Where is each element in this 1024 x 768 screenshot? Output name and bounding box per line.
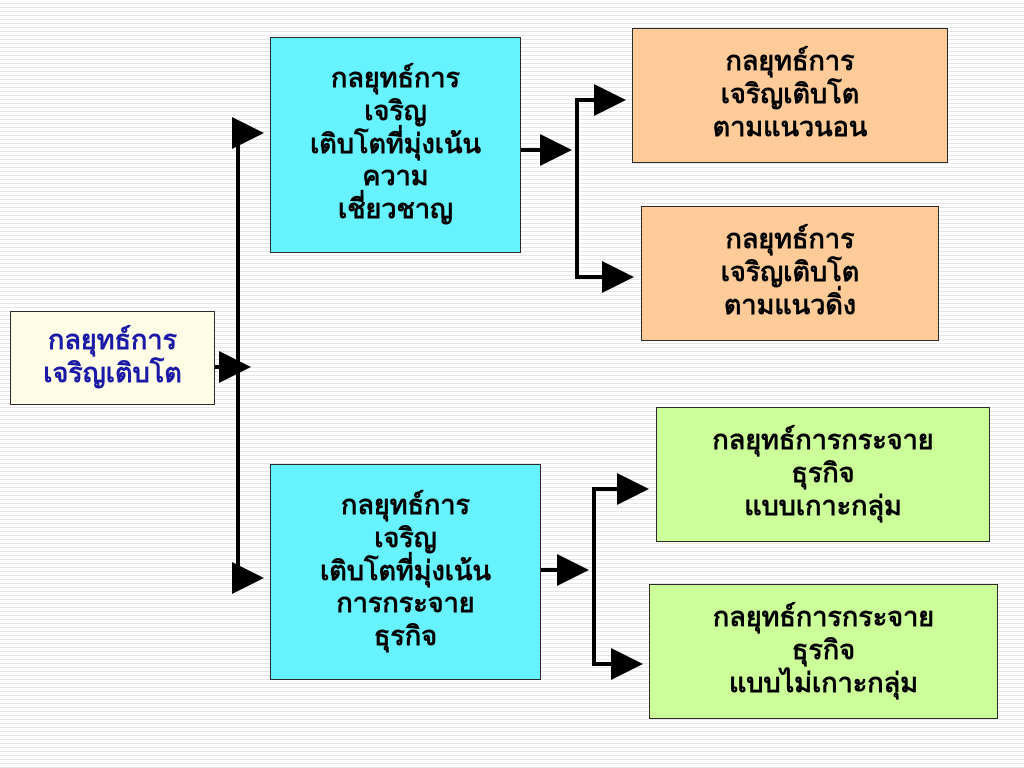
diversification-line-3: เติบโตที่มุ่งเน้น bbox=[320, 555, 491, 587]
concentration-line-2: เจริญ bbox=[364, 95, 427, 127]
concentration-line-4: ความ bbox=[362, 161, 429, 193]
diversification-line-4: การกระจาย bbox=[336, 588, 475, 620]
conglomerate-diversification-box: กลยุทธ์การกระจาย ธุรกิจ แบบไม่เกาะกลุ่ม bbox=[649, 584, 998, 719]
horizontal-line-1: กลยุทธ์การ bbox=[725, 46, 855, 78]
vertical-line-3: ตามแนวดิ่ง bbox=[723, 289, 857, 321]
growth-strategy-line-2: เจริญเติบโต bbox=[43, 358, 182, 389]
diversification-line-2: เจริญ bbox=[374, 522, 437, 554]
diversification-line-5: ธุรกิจ bbox=[373, 621, 438, 653]
diversification-strategy-box: กลยุทธ์การ เจริญ เติบโตที่มุ่งเน้น การกร… bbox=[270, 464, 541, 680]
concentration-line-3: เติบโตที่มุ่งเน้น bbox=[310, 128, 481, 160]
horizontal-line-3: ตามแนวนอน bbox=[712, 111, 868, 143]
horizontal-growth-box: กลยุทธ์การ เจริญเติบโต ตามแนวนอน bbox=[632, 28, 948, 163]
concentric-line-1: กลยุทธ์การกระจาย bbox=[712, 425, 934, 457]
concentration-strategy-box: กลยุทธ์การ เจริญ เติบโตที่มุ่งเน้น ความ … bbox=[270, 37, 521, 253]
vertical-line-2: เจริญเติบโต bbox=[720, 257, 860, 289]
concentration-line-1: กลยุทธ์การ bbox=[330, 62, 460, 94]
vertical-growth-box: กลยุทธ์การ เจริญเติบโต ตามแนวดิ่ง bbox=[641, 206, 939, 341]
conglomerate-line-1: กลยุทธ์การกระจาย bbox=[712, 602, 935, 634]
diversification-line-1: กลยุทธ์การ bbox=[340, 489, 470, 521]
conglomerate-line-3: แบบไม่เกาะกลุ่ม bbox=[729, 667, 918, 699]
conglomerate-line-2: ธุรกิจ bbox=[791, 635, 856, 667]
concentric-line-3: แบบเกาะกลุ่ม bbox=[744, 490, 902, 522]
horizontal-line-2: เจริญเติบโต bbox=[720, 79, 860, 111]
growth-strategy-box: กลยุทธ์การ เจริญเติบโต bbox=[10, 311, 215, 405]
concentric-line-2: ธุรกิจ bbox=[791, 458, 855, 490]
concentric-diversification-box: กลยุทธ์การกระจาย ธุรกิจ แบบเกาะกลุ่ม bbox=[656, 407, 990, 542]
vertical-line-1: กลยุทธ์การ bbox=[725, 224, 855, 256]
growth-strategy-line-1: กลยุทธ์การ bbox=[47, 325, 177, 357]
concentration-line-5: เชี่ยวชาญ bbox=[337, 194, 454, 226]
